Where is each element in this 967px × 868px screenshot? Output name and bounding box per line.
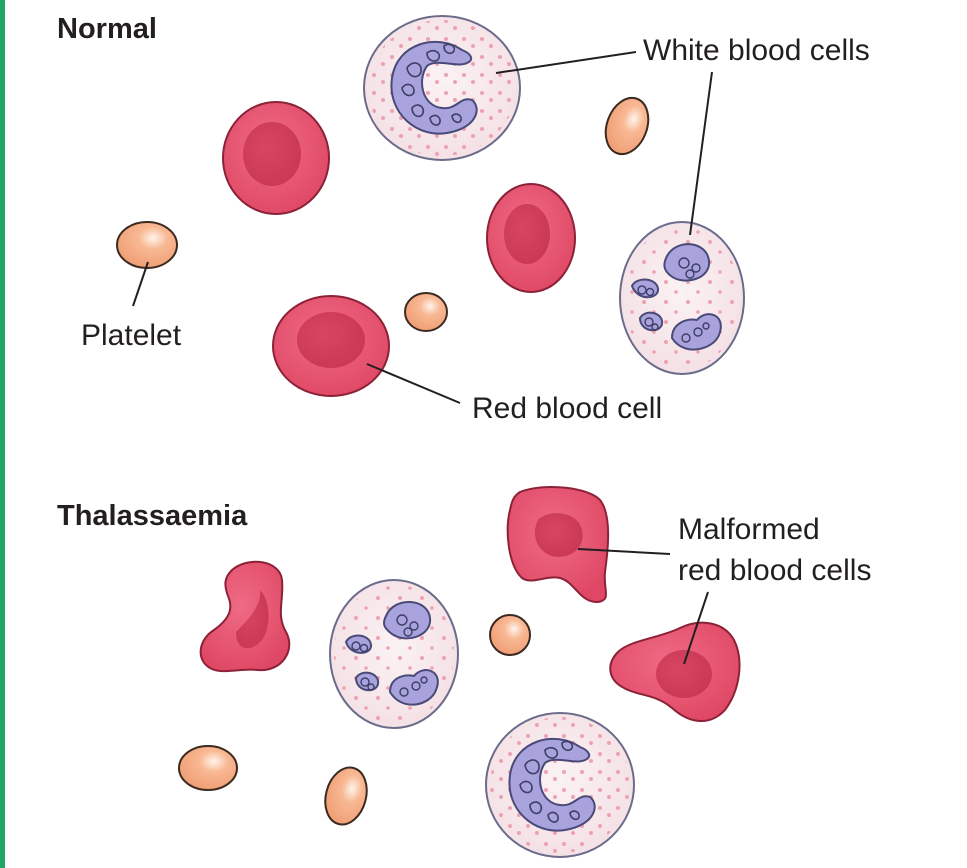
- white-blood-cell: [485, 712, 635, 858]
- leader-line: [132, 261, 149, 307]
- platelet: [116, 221, 178, 269]
- label-malformed-line2: red blood cells: [678, 554, 871, 587]
- platelet: [324, 766, 368, 826]
- thalassaemia-heading: Thalassaemia: [57, 500, 248, 532]
- malformed-red-blood-cell: [199, 560, 291, 673]
- platelet: [178, 745, 238, 791]
- red-blood-cell: [272, 295, 390, 397]
- malformed-red-blood-cell: [506, 486, 610, 604]
- leader-line: [495, 51, 637, 74]
- leader-line: [683, 591, 709, 665]
- leader-line: [689, 71, 713, 236]
- white-blood-cell: [329, 579, 459, 729]
- malformed-red-blood-cell: [609, 621, 741, 723]
- label-platelet: Platelet: [81, 319, 182, 352]
- left-border: [0, 0, 5, 868]
- platelet: [489, 614, 531, 656]
- platelet: [404, 292, 448, 332]
- white-blood-cell: [363, 15, 521, 161]
- leader-line: [366, 363, 461, 404]
- platelet: [604, 96, 650, 156]
- leader-line: [577, 548, 671, 555]
- label-malformed-line1: Malformed: [678, 513, 820, 546]
- white-blood-cell: [619, 221, 745, 375]
- label-white-blood-cells: White blood cells: [643, 34, 870, 67]
- normal-heading: Normal: [57, 13, 157, 45]
- red-blood-cell: [222, 101, 330, 215]
- red-blood-cell: [486, 183, 576, 293]
- label-red-blood-cell: Red blood cell: [472, 392, 662, 425]
